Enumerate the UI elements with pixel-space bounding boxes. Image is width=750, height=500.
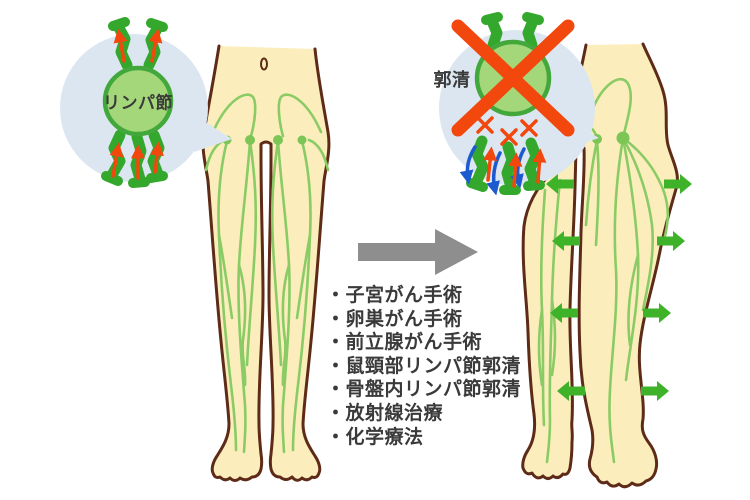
dissection-x-icon (451, 19, 575, 137)
causes-item: ・鼠頸部リンパ節郭清 (326, 354, 522, 377)
causes-item: ・骨盤内リンパ節郭清 (326, 378, 522, 401)
cut-mark-x-icons (476, 116, 538, 146)
swollen-body-silhouette (521, 42, 679, 489)
lymph-flow-up-arrow-icons (109, 28, 164, 180)
swelling-arrow-left-icon (552, 231, 580, 251)
lymph-node-circle (102, 65, 174, 137)
blocked-flow-up-arrow-icons (483, 146, 547, 188)
swelling-arrows (546, 174, 692, 401)
swollen-leg-figure (521, 42, 679, 489)
healthy-lymph-vessels (204, 93, 330, 454)
causes-item: ・卵巣がん手術 (326, 307, 463, 330)
lymph-node-label: リンパ節 (103, 93, 173, 114)
causes-item: ・放射線治療 (326, 401, 444, 424)
lymph-node-inset (60, 17, 232, 188)
swelling-arrow-left-icon (557, 381, 585, 401)
causes-item: ・前立腺がん手術 (326, 331, 483, 354)
healthy-body-silhouette (201, 44, 331, 482)
transform-arrow-icon (358, 229, 478, 275)
causes-item: ・化学療法 (326, 425, 424, 448)
swelling-arrow-right-icon (643, 303, 671, 323)
healthy-legs-figure (201, 44, 331, 482)
navel (260, 57, 268, 71)
swelling-arrow-right-icon (657, 231, 685, 251)
swelling-arrow-right-icon (664, 174, 692, 194)
dissection-inset (439, 12, 599, 196)
causes-list: ・子宮がん手術 ・卵巣がん手術 ・前立腺がん手術 ・鼠頸部リンパ節郭清 ・骨盤内… (326, 284, 521, 449)
swelling-arrow-left-icon (550, 303, 578, 323)
swelling-arrow-right-icon (641, 381, 669, 401)
swelling-arrow-left-icon (546, 174, 574, 194)
dissection-label: 郭清 (433, 70, 471, 91)
causes-item: ・子宮がん手術 (326, 284, 463, 306)
swollen-lymph-vessels (537, 78, 670, 464)
